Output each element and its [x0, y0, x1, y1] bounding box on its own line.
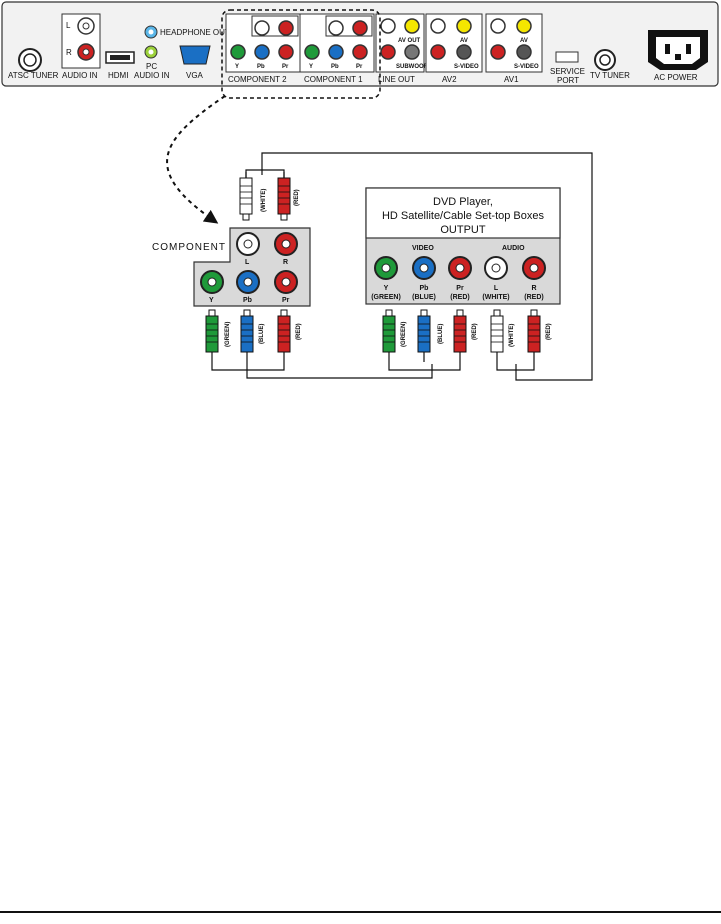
svg-text:Y: Y [235, 64, 239, 70]
plug-label-white-top: (WHITE) [261, 189, 267, 212]
line-out-block: AV OUT SUBWOOFER [375, 13, 436, 73]
plug-red-top [277, 172, 291, 221]
atsc-tuner-jack [18, 48, 42, 72]
pc-audio-in-label: AUDIO IN [134, 71, 170, 80]
plug-green-dvd [382, 309, 396, 362]
svg-text:S-VIDEO: S-VIDEO [454, 64, 479, 70]
svg-text:SUBWOOFER: SUBWOOFER [396, 64, 436, 70]
svg-text:Y: Y [384, 285, 389, 292]
svg-text:Pb: Pb [257, 64, 265, 70]
plug-blue-dvd [417, 309, 431, 362]
plug-white-dvd [490, 309, 504, 362]
audio-label: AUDIO [502, 245, 525, 252]
component2-label: COMPONENT 2 [228, 75, 287, 84]
plug-label-blue-tv: (BLUE) [259, 324, 265, 344]
ac-power-socket [648, 30, 708, 70]
svg-text:S-VIDEO: S-VIDEO [514, 64, 539, 70]
plug-white-top [239, 172, 253, 221]
plug-label-red-top: (RED) [294, 189, 300, 206]
svg-text:(RED): (RED) [524, 294, 543, 301]
plug-green-tv [205, 309, 219, 362]
dvd-title-line3: OUTPUT [440, 224, 486, 236]
svg-text:AV OUT: AV OUT [398, 38, 421, 44]
line-out-label: LINE OUT [378, 75, 415, 84]
svg-text:(RED): (RED) [450, 294, 469, 301]
svg-text:Pb: Pb [331, 64, 339, 70]
svg-text:Pr: Pr [456, 285, 464, 292]
plug-label-blue-dvd: (BLUE) [438, 324, 444, 344]
svg-text:Pr: Pr [356, 64, 363, 70]
audio-in-r-label: R [66, 48, 72, 57]
svg-text:(WHITE): (WHITE) [482, 294, 509, 301]
dvd-title-line2: HD Satellite/Cable Set-top Boxes [382, 210, 545, 222]
plug-red-audio [527, 309, 541, 362]
hdmi-port [105, 51, 135, 64]
service-label: SERVICE [550, 67, 585, 76]
footer-rule [0, 911, 721, 913]
vga-port [179, 45, 211, 65]
rear-panel: ATSC TUNER L R AUDIO IN HDMI HEADPHONE O… [1, 1, 719, 87]
audio-in-label: AUDIO IN [62, 71, 98, 80]
component1-label: COMPONENT 1 [304, 75, 363, 84]
svg-text:R: R [283, 259, 288, 266]
plug-label-green-tv: (GREEN) [225, 322, 231, 347]
dvd-output-box: DVD Player, HD Satellite/Cable Set-top B… [365, 187, 561, 305]
svg-text:Pr: Pr [282, 297, 290, 304]
svg-text:R: R [531, 285, 536, 292]
svg-text:Y: Y [309, 64, 313, 70]
plug-label-red-tv: (RED) [296, 323, 302, 340]
svg-text:L: L [494, 285, 499, 292]
svg-text:AV: AV [460, 38, 468, 44]
plug-blue-tv [240, 309, 254, 362]
component2-block: Y Pb Pr [225, 13, 301, 73]
cable-plugs [205, 172, 541, 362]
plug-labels: (WHITE) (RED) (GREEN) (BLUE) (RED) (GREE… [225, 189, 552, 347]
component-highlight [221, 9, 381, 99]
dvd-title-line1: DVD Player, [433, 196, 493, 208]
atsc-tuner-label: ATSC TUNER [8, 71, 59, 80]
dashed-arrow [166, 95, 226, 224]
svg-text:AV: AV [520, 38, 528, 44]
headphone-out-label: HEADPHONE OUT [160, 28, 230, 37]
plug-label-green-dvd: (GREEN) [401, 322, 407, 347]
port-label: PORT [557, 76, 579, 85]
plug-red-tv [277, 309, 291, 362]
plug-red-dvd [453, 309, 467, 362]
tv-tuner-jack [594, 49, 616, 71]
tv-component-block: L R Y Pb Pr [193, 227, 311, 307]
svg-text:(BLUE): (BLUE) [412, 294, 436, 301]
svg-text:Y: Y [209, 297, 214, 304]
av2-block: AV S-VIDEO [425, 13, 483, 73]
component1-block: Y Pb Pr [299, 13, 375, 73]
plug-label-white-dvd: (WHITE) [509, 324, 515, 347]
svg-text:Pr: Pr [282, 64, 289, 70]
plug-label-red-dvd: (RED) [472, 323, 478, 340]
tv-component-title: COMPONENT [152, 242, 226, 253]
svg-text:Pb: Pb [243, 297, 252, 304]
vga-label: VGA [186, 71, 204, 80]
svg-text:Pb: Pb [420, 285, 429, 292]
hdmi-label: HDMI [108, 71, 128, 80]
av1-block: AV S-VIDEO [485, 13, 543, 73]
service-port [555, 51, 579, 63]
audio-in-l-label: L [66, 21, 71, 30]
plug-label-red-audio: (RED) [546, 323, 552, 340]
tv-tuner-label: TV TUNER [590, 71, 630, 80]
svg-text:L: L [245, 259, 250, 266]
pc-label: PC [146, 62, 157, 71]
ac-power-label: AC POWER [654, 73, 698, 82]
av2-label: AV2 [442, 75, 457, 84]
av1-label: AV1 [504, 75, 519, 84]
svg-text:(GREEN): (GREEN) [371, 294, 401, 301]
video-label: VIDEO [412, 245, 434, 252]
